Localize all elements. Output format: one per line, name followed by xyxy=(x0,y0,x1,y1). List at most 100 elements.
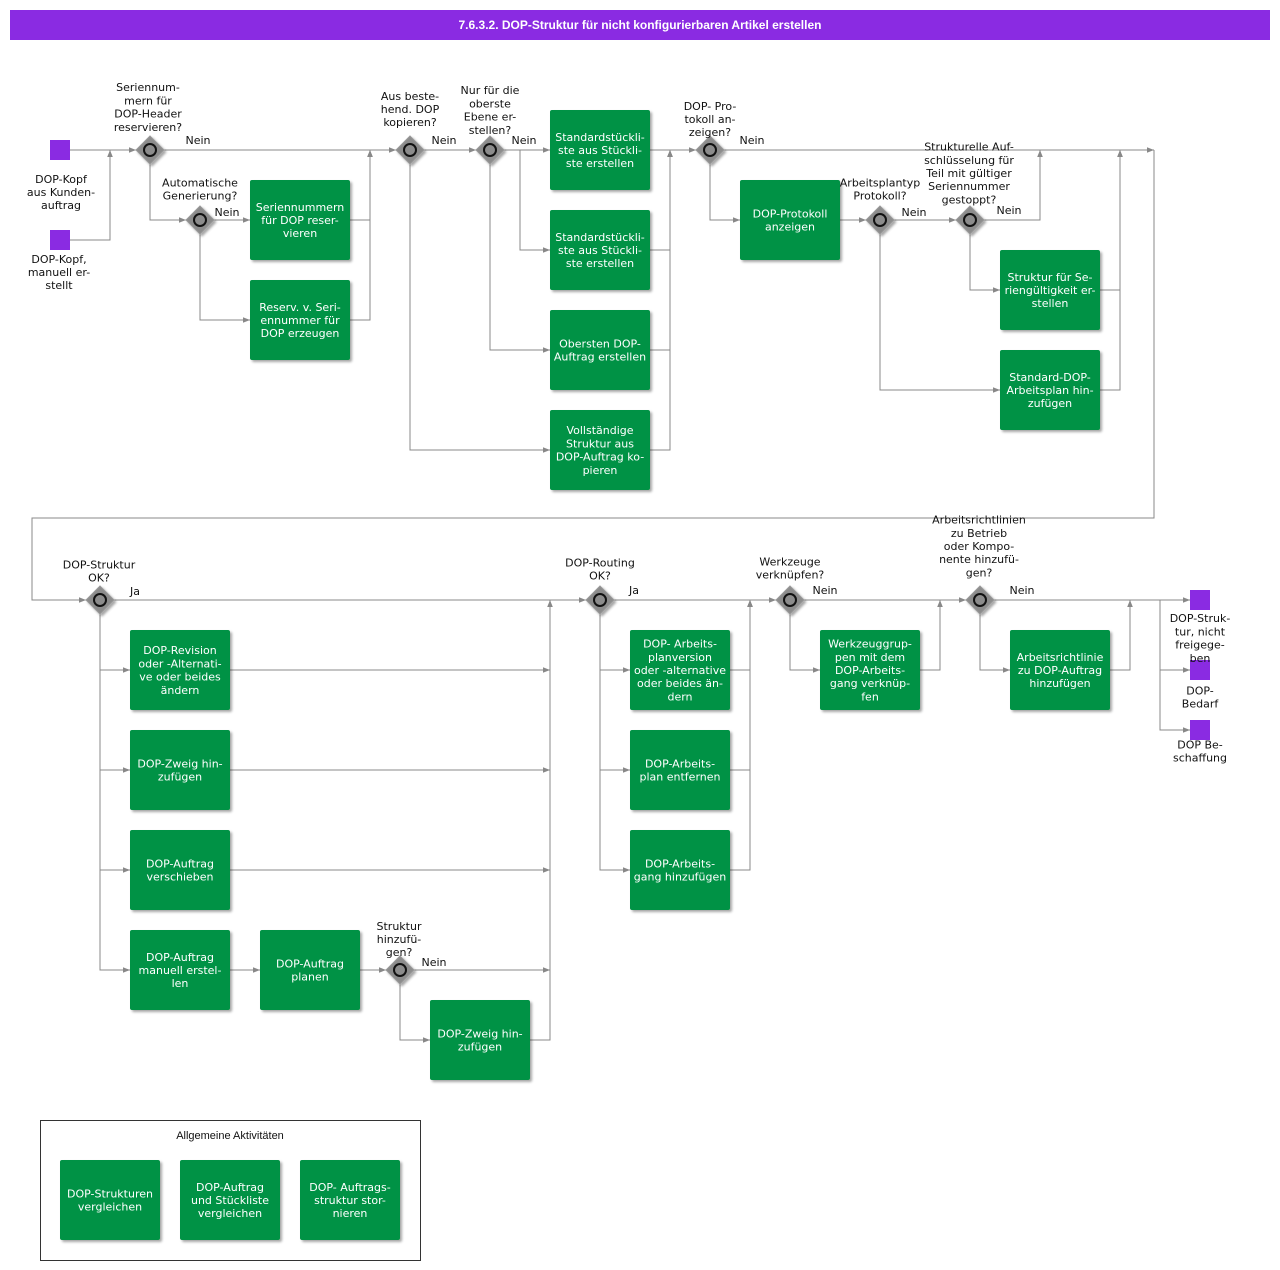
gateway-g8[interactable] xyxy=(85,585,115,615)
task-t_arbgang[interactable]: DOP-Arbeits-gang hinzufügen xyxy=(630,830,730,910)
event-ev_kunde[interactable] xyxy=(50,140,70,160)
task-t_zweig2[interactable]: DOP-Zweig hin-zufügen xyxy=(430,1000,530,1080)
flow-connector xyxy=(920,600,943,671)
task-label: DOP-Arbeits-plan entfernen xyxy=(640,757,721,783)
gateway-g12[interactable] xyxy=(385,955,415,985)
gateway-g4[interactable] xyxy=(475,135,505,165)
flow-connector xyxy=(399,984,430,1043)
legend-task-a3[interactable]: DOP- Auftrags-struktur stor-nieren xyxy=(300,1160,400,1240)
event-ev_nicht_freigegeben[interactable] xyxy=(1190,590,1210,610)
gateway-g10[interactable] xyxy=(775,585,805,615)
task-box xyxy=(250,180,350,260)
task-box xyxy=(630,730,730,810)
flow-connector xyxy=(350,150,373,221)
diagram-title: 7.6.3.2. DOP-Struktur für nicht konfigur… xyxy=(10,10,1270,40)
event-label: DOP-Kopf,manuell er-stellt xyxy=(28,253,90,292)
edge-label: Nein xyxy=(431,134,456,147)
gateway-question: DOP- Pro-tokoll an-zeigen? xyxy=(684,100,737,139)
gateway-circle xyxy=(193,213,207,227)
edge-label: Nein xyxy=(739,134,764,147)
gateway-g9[interactable] xyxy=(585,585,615,615)
gateway-g5[interactable] xyxy=(695,135,725,165)
gateway-g3[interactable] xyxy=(395,135,425,165)
flow-connector xyxy=(969,234,1000,293)
task-box xyxy=(630,830,730,910)
task-box xyxy=(740,180,840,260)
event-square xyxy=(50,140,70,160)
gateway-g2[interactable] xyxy=(185,205,215,235)
gateway-g11[interactable] xyxy=(965,585,995,615)
task-box xyxy=(550,210,650,290)
flow-connector xyxy=(70,150,113,241)
flow-connector xyxy=(650,150,673,251)
task-t_std1[interactable]: Standardstückli-ste aus Stückli-ste erst… xyxy=(550,110,650,190)
gateway-circle xyxy=(703,143,717,157)
task-box xyxy=(260,930,360,1010)
edge-label: Ja xyxy=(628,584,639,597)
task-box xyxy=(630,630,730,710)
task-t_oberst[interactable]: Obersten DOP-Auftrag erstellen xyxy=(550,310,650,390)
event-ev_beschaffung[interactable] xyxy=(1190,720,1210,740)
task-t_std2[interactable]: Standardstückli-ste aus Stückli-ste erst… xyxy=(550,210,650,290)
flow-connector xyxy=(99,614,130,973)
legend-title: Allgemeine Aktivitäten xyxy=(176,1130,284,1142)
flow-connector xyxy=(979,614,1010,673)
gateway-g7[interactable] xyxy=(955,205,985,235)
task-label: DOP- Auftrags-struktur stor-nieren xyxy=(309,1181,390,1220)
task-box xyxy=(550,110,650,190)
flow-connector xyxy=(730,600,753,671)
gateway-diamond xyxy=(955,205,985,235)
flow-connector xyxy=(789,614,820,673)
flow-connector xyxy=(409,164,550,453)
gateway-diamond xyxy=(965,585,995,615)
gateway-g1[interactable] xyxy=(135,135,165,165)
gateway-circle xyxy=(403,143,417,157)
gateway-diamond xyxy=(775,585,805,615)
flow-connector xyxy=(1100,150,1123,291)
task-box xyxy=(300,1160,400,1240)
task-t_stdarb[interactable]: Standard-DOP-Arbeitsplan hin-zufügen xyxy=(1000,350,1100,430)
gateway-diamond xyxy=(185,205,215,235)
edge-label: Nein xyxy=(185,134,210,147)
task-box xyxy=(130,830,230,910)
gateway-circle xyxy=(483,143,497,157)
event-square xyxy=(1190,720,1210,740)
gateway-diamond xyxy=(135,135,165,165)
gateway-diamond xyxy=(865,205,895,235)
gateway-g6[interactable] xyxy=(865,205,895,235)
edge-label: Nein xyxy=(511,134,536,147)
task-t_sergueltig[interactable]: Struktur für Se-riengültigkeit er-stelle… xyxy=(1000,250,1100,330)
task-t_zweig1[interactable]: DOP-Zweig hin-zufügen xyxy=(130,730,230,810)
event-ev_manuell[interactable] xyxy=(50,230,70,250)
event-ev_bedarf[interactable] xyxy=(1190,660,1210,680)
flow-connector xyxy=(350,150,373,321)
task-t_arbentf[interactable]: DOP-Arbeits-plan entfernen xyxy=(630,730,730,810)
